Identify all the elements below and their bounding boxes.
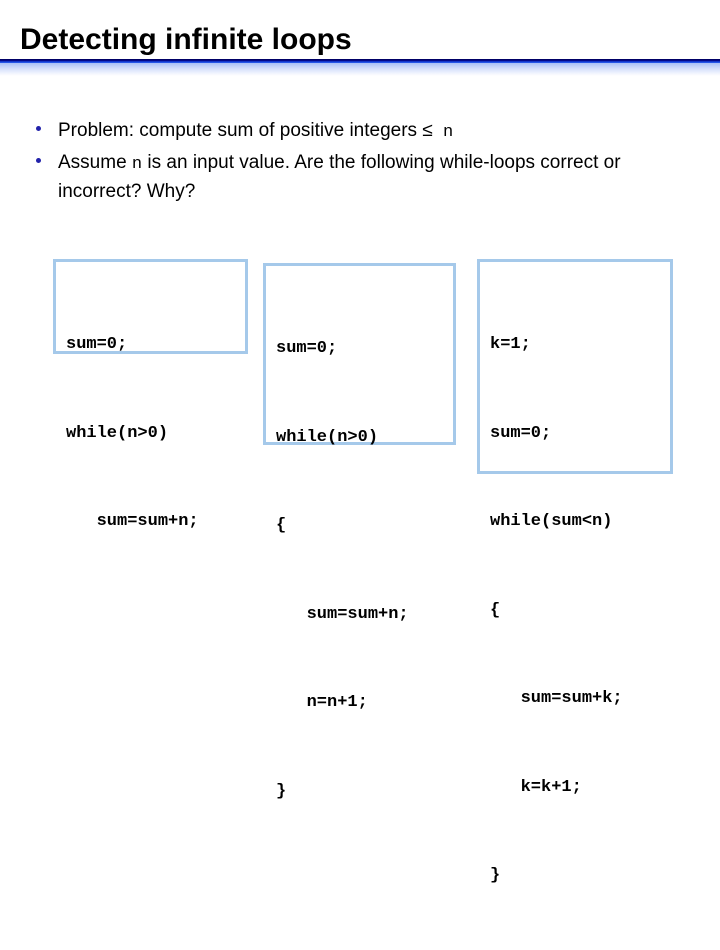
- code-snippet-box-1: sum=0; while(n>0) sum=sum+n;: [53, 259, 248, 531]
- bullet-1-segment-1: Problem: compute sum of positive integer…: [58, 120, 423, 141]
- code-line: n=n+1;: [276, 693, 368, 712]
- code-line: }: [490, 866, 501, 885]
- code-line: k=1;: [490, 335, 531, 354]
- code-line: sum=sum+k;: [490, 689, 623, 708]
- bullet-2-segment-1: Assume: [58, 152, 132, 173]
- code-line: }: [276, 781, 287, 801]
- code-line: sum=0;: [490, 423, 552, 443]
- bullet-2-segment-3: is an input value. Are the following whi…: [58, 152, 621, 202]
- list-item: Assume n is an input value. Are the foll…: [36, 149, 696, 205]
- slide-canvas: Detecting infinite loops Problem: comput…: [0, 23, 720, 885]
- code-line: while(n>0): [66, 423, 169, 443]
- bullet-marker-icon: [36, 149, 58, 163]
- page-title: Detecting infinite loops: [20, 23, 352, 56]
- code-snippet-box-2: sum=0; while(n>0) { sum=sum+n; n=n+1; }: [263, 263, 456, 801]
- code-line: sum=0;: [276, 339, 338, 358]
- bullet-text-1: Problem: compute sum of positive integer…: [58, 117, 696, 146]
- code-snippet-box-3: k=1; sum=0; while(sum<n) { sum=sum+k; k=…: [477, 259, 673, 885]
- code-line: sum=sum+n;: [66, 512, 199, 531]
- bullet-text-2: Assume n is an input value. Are the foll…: [58, 149, 696, 205]
- bullet-1-segment-3: n: [432, 123, 454, 142]
- code-line: k=k+1;: [490, 777, 582, 797]
- title-divider-line: [0, 59, 720, 63]
- code-line: while(n>0): [276, 427, 379, 447]
- list-item: Problem: compute sum of positive integer…: [36, 117, 696, 146]
- code-line: {: [490, 600, 501, 620]
- code-line: sum=sum+n;: [276, 604, 409, 624]
- bullet-list: Problem: compute sum of positive integer…: [36, 117, 696, 208]
- title-divider-glow: [0, 63, 720, 76]
- code-line: {: [276, 516, 287, 535]
- code-line: while(sum<n): [490, 512, 613, 531]
- code-line: sum=0;: [66, 335, 128, 354]
- bullet-marker-icon: [36, 117, 58, 131]
- bullet-1-segment-2: ≤: [422, 120, 433, 141]
- bullet-2-segment-2: n: [131, 155, 143, 174]
